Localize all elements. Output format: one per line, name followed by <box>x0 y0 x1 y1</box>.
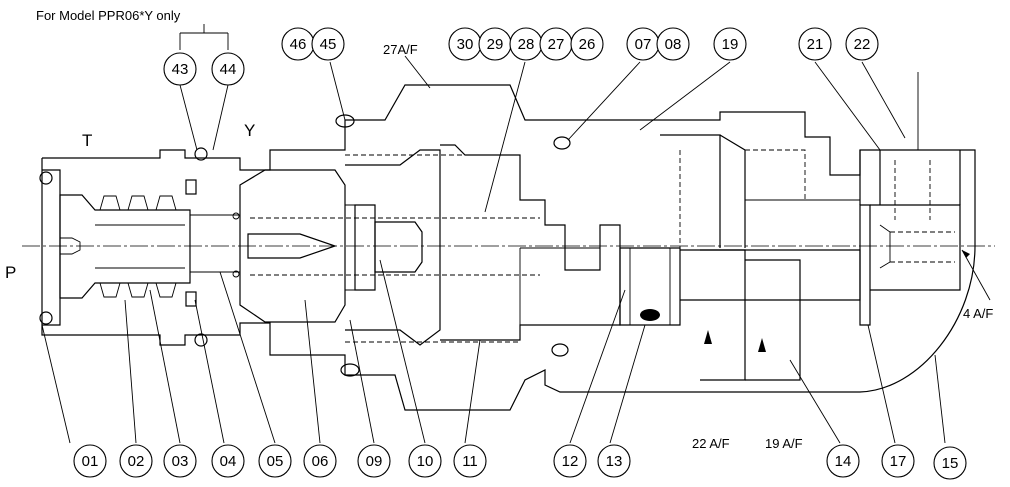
callout-46: 46 <box>290 36 307 53</box>
callout-43: 43 <box>172 61 189 78</box>
cap-and-handle <box>859 72 976 393</box>
size-label-4af: 4 A/F <box>963 306 993 321</box>
callout-04: 04 <box>220 453 237 470</box>
size-label-22af: 22 A/F <box>692 436 730 451</box>
cartridge <box>250 114 621 377</box>
port-p-label: P <box>5 263 16 282</box>
callout-12: 12 <box>562 453 579 470</box>
callout-15: 15 <box>942 455 959 472</box>
outer-housing <box>39 84 976 411</box>
callout-03: 03 <box>172 453 189 470</box>
leader-lines <box>41 55 991 444</box>
callout-19: 19 <box>722 36 739 53</box>
callout-21: 21 <box>807 36 824 53</box>
callout-13: 13 <box>606 453 623 470</box>
callout-14: 14 <box>835 453 852 470</box>
valve-element <box>345 149 441 346</box>
adjusting-screw <box>619 134 861 381</box>
seat-and-poppet <box>190 169 346 323</box>
callout-27: 27 <box>548 36 565 53</box>
callout-22-top: 22 <box>854 36 871 53</box>
size-label-19af: 19 A/F <box>765 436 803 451</box>
callout-11: 11 <box>462 453 478 470</box>
callout-05: 05 <box>267 453 284 470</box>
callout-29: 29 <box>487 36 504 53</box>
callout-07: 07 <box>635 36 652 53</box>
callout-06: 06 <box>312 453 329 470</box>
callouts-top: 43 44 46 45 30 29 28 27 26 07 08 19 21 2… <box>163 27 879 86</box>
callouts-bottom: 01 02 03 04 05 06 09 10 11 12 13 14 17 1… <box>73 444 967 480</box>
callout-45: 45 <box>320 36 337 53</box>
callout-44: 44 <box>220 61 237 78</box>
callout-30: 30 <box>457 36 474 53</box>
callout-02: 02 <box>128 453 145 470</box>
callout-17: 17 <box>890 453 907 470</box>
note-bracket <box>179 24 229 50</box>
size-label-27af: 27A/F <box>383 42 418 57</box>
port-y-label: Y <box>244 121 255 140</box>
callout-01: 01 <box>82 453 99 470</box>
callout-28: 28 <box>518 36 535 53</box>
port-t-label: T <box>82 131 92 150</box>
callout-08: 08 <box>665 36 682 53</box>
callout-09: 09 <box>366 453 383 470</box>
callout-10: 10 <box>417 453 434 470</box>
model-note: For Model PPR06*Y only <box>36 8 181 23</box>
callout-26: 26 <box>579 36 596 53</box>
